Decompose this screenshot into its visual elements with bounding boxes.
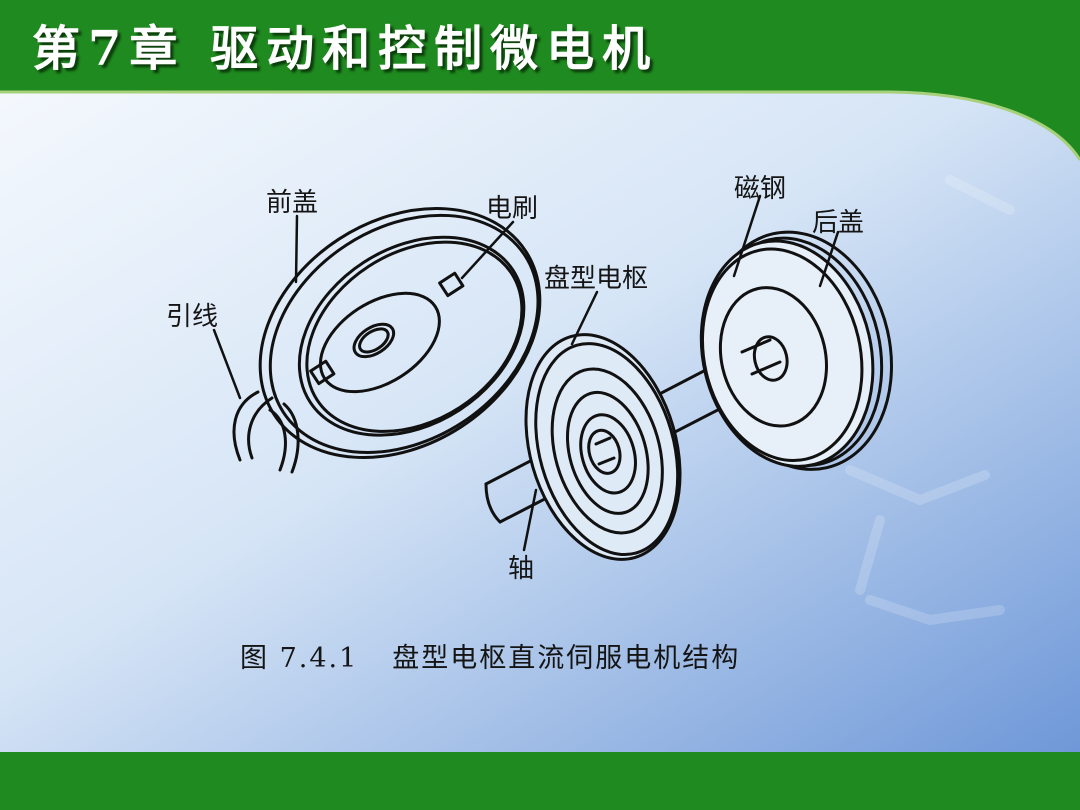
figure-caption-text: 盘型电枢直流伺服电机结构 [392,643,741,674]
rear-cover-hub-ring [718,286,828,428]
front-cover-hub [352,322,396,359]
leader-magnet-steel [732,194,762,278]
leader-lead-wire [212,328,242,400]
label-front-cover: 前盖 [266,188,319,218]
leader-lines [212,194,840,552]
label-shaft: 轴 [508,554,535,584]
front-cover-ring [318,291,441,394]
front-cover-hub-inner [358,327,390,354]
label-magnet-steel: 磁钢 [734,174,787,204]
label-disk-armature: 盘型电枢 [544,264,649,294]
label-rear-cover: 后盖 [812,208,865,238]
leader-shaft [522,488,538,552]
disk-armature [524,333,682,561]
figure-caption: 图 7.4.1 盘型电枢直流伺服电机结构 [240,636,740,675]
front-cover-face-inner [305,240,524,433]
slide-title: 第7章 驱动和控制微电机 [32,21,659,77]
front-cover-face [297,235,526,437]
rear-cover-assembly [699,230,893,471]
brush-slot-top [438,271,465,298]
label-brush: 电刷 [486,194,539,224]
leader-disk-armature [570,290,599,346]
shaft-through-armature [594,436,616,466]
brush-slot-bottom [309,359,336,386]
label-lead-wire: 引线 [166,302,219,332]
magnet-steel-ring-inner [700,247,864,463]
shaft-end [740,338,782,376]
front-cover-rim-inner [268,213,540,454]
lead-wire [232,390,300,474]
leader-brush [460,220,515,280]
leader-front-cover [294,214,299,284]
leader-rear-cover [818,230,840,288]
figure-number: 图 7.4.1 [240,643,359,674]
